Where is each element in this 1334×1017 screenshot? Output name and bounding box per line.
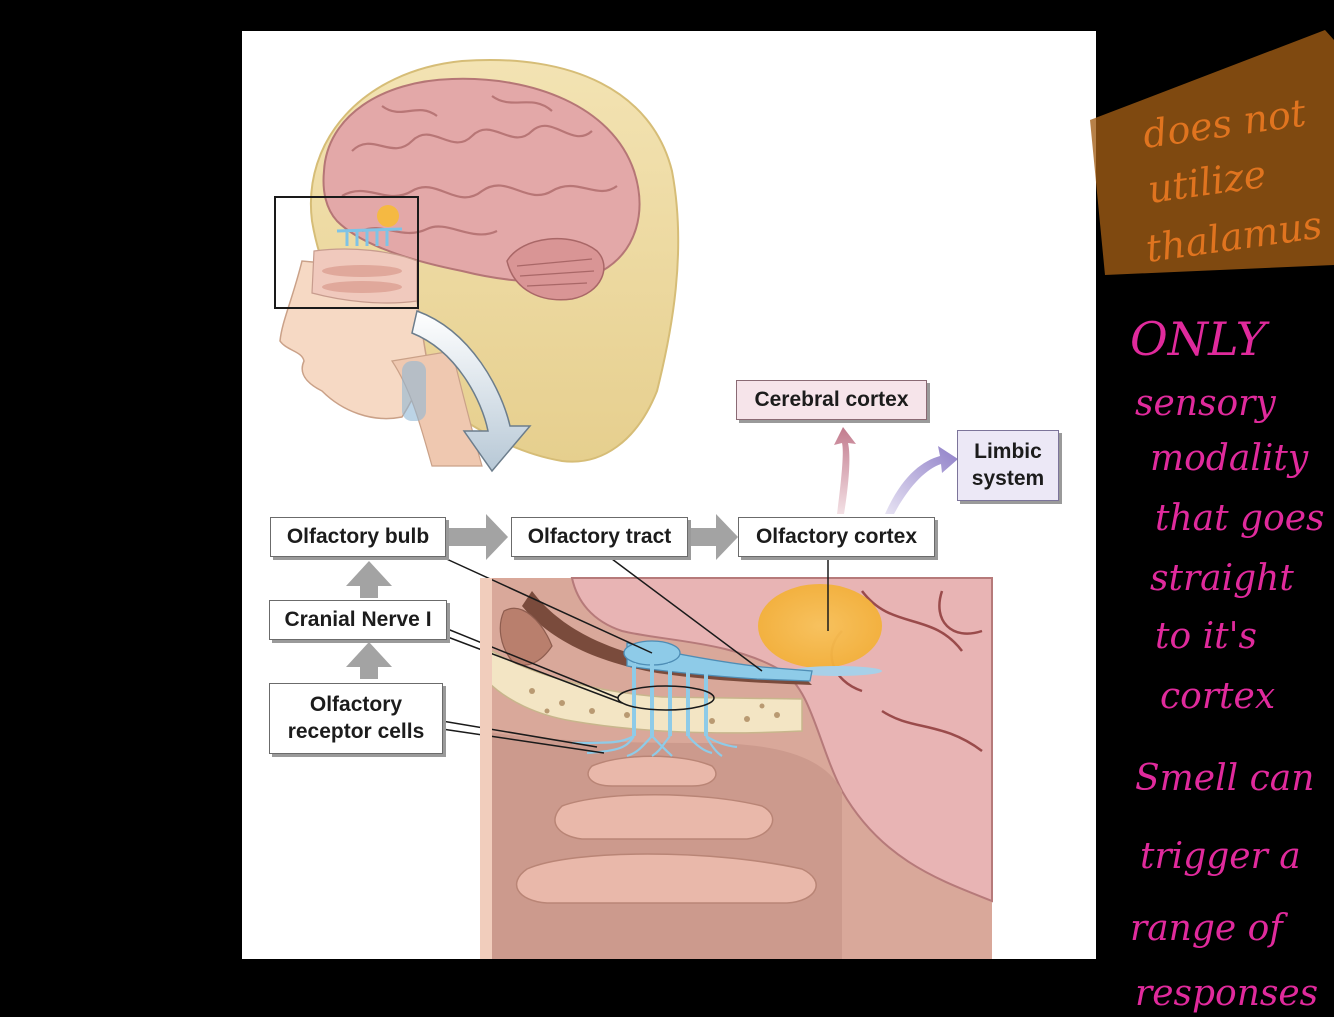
note-smell-line-4: responses bbox=[1135, 973, 1318, 1014]
note-sensory-line-5: straight bbox=[1150, 558, 1294, 599]
note-smell-line-2: trigger a bbox=[1140, 836, 1301, 877]
note-sensory-line-2: sensory bbox=[1135, 383, 1276, 424]
note-sensory-line-4: that goes bbox=[1155, 498, 1325, 539]
note-smell-line-1: Smell can bbox=[1135, 758, 1314, 799]
note-sensory-line-7: cortex bbox=[1160, 676, 1275, 717]
note-smell-line-3: range of bbox=[1130, 908, 1288, 949]
note-smell: Smell can trigger a range of responses bbox=[1130, 758, 1318, 1014]
note-sensory-line-3: modality bbox=[1150, 438, 1309, 479]
note-sensory: ONLY sensory modality that goes straight… bbox=[1130, 312, 1325, 717]
note-sensory-line-1: ONLY bbox=[1130, 312, 1271, 366]
note-sensory-line-6: to it's bbox=[1155, 616, 1257, 657]
